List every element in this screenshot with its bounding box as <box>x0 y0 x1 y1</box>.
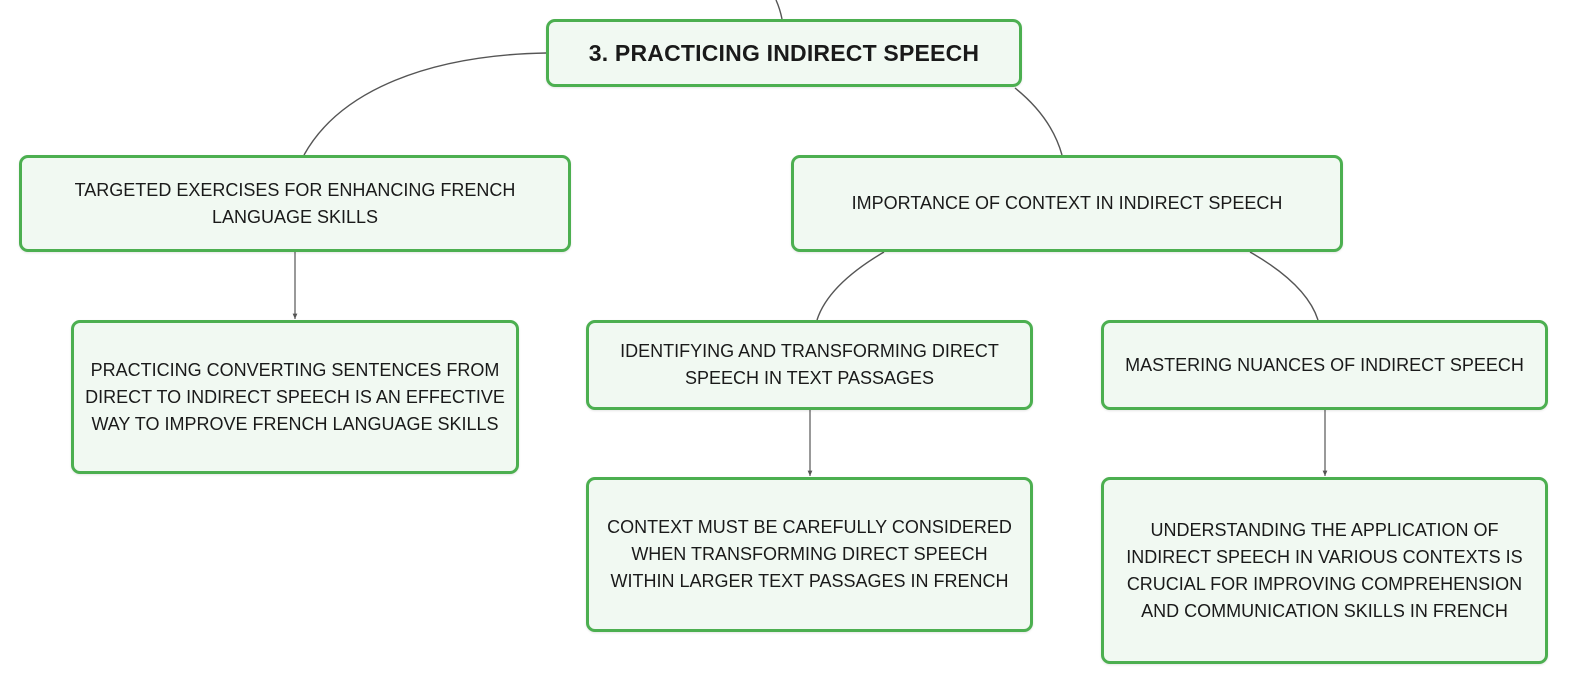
detail-node-understanding-application[interactable]: UNDERSTANDING THE APPLICATION OF INDIREC… <box>1101 477 1548 664</box>
detail-label: CONTEXT MUST BE CAREFULLY CONSIDERED WHE… <box>607 517 1012 591</box>
detail-label: PRACTICING CONVERTING SENTENCES FROM DIR… <box>85 359 505 434</box>
connector-root-to-left <box>303 52 547 156</box>
detail-label: UNDERSTANDING THE APPLICATION OF INDIREC… <box>1126 519 1523 621</box>
subtopic-label: MASTERING NUANCES OF INDIRECT SPEECH <box>1125 354 1524 375</box>
subtopic-node-targeted-exercises[interactable]: TARGETED EXERCISES FOR ENHANCING FRENCH … <box>19 155 571 252</box>
root-topic-node[interactable]: 3. PRACTICING INDIRECT SPEECH <box>546 19 1022 87</box>
detail-node-context-considered[interactable]: CONTEXT MUST BE CAREFULLY CONSIDERED WHE… <box>586 477 1033 632</box>
connector-right-to-rt <box>1249 251 1319 321</box>
subtopic-node-mastering-nuances[interactable]: MASTERING NUANCES OF INDIRECT SPEECH <box>1101 320 1548 410</box>
connector-incoming-to-root <box>775 0 783 20</box>
connector-root-to-right <box>1014 87 1063 156</box>
root-topic-label: 3. PRACTICING INDIRECT SPEECH <box>588 39 980 66</box>
subtopic-label: IDENTIFYING AND TRANSFORMING DIRECT SPEE… <box>620 341 999 388</box>
subtopic-label: IMPORTANCE OF CONTEXT IN INDIRECT SPEECH <box>851 193 1283 213</box>
connector-right-to-mid <box>816 251 885 321</box>
subtopic-node-importance-of-context[interactable]: IMPORTANCE OF CONTEXT IN INDIRECT SPEECH <box>791 155 1343 252</box>
subtopic-node-identifying-transforming[interactable]: IDENTIFYING AND TRANSFORMING DIRECT SPEE… <box>586 320 1033 410</box>
subtopic-label: TARGETED EXERCISES FOR ENHANCING FRENCH … <box>74 179 516 227</box>
detail-node-practicing-converting[interactable]: PRACTICING CONVERTING SENTENCES FROM DIR… <box>71 320 519 474</box>
